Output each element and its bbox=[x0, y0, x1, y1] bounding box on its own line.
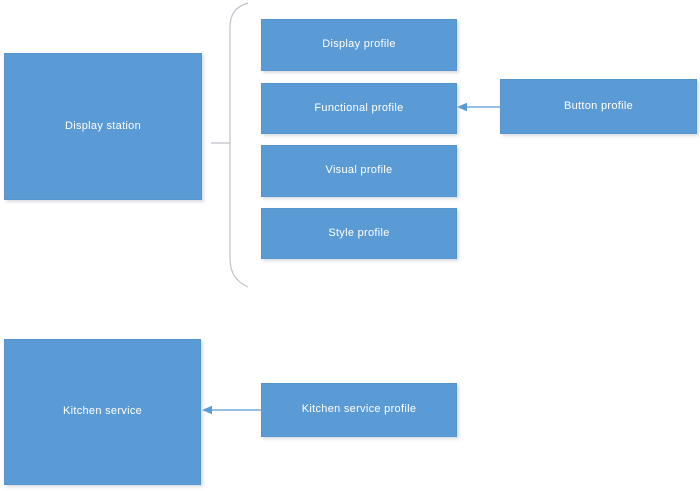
arrow-button-to-functional bbox=[457, 102, 500, 112]
node-style-profile: Style profile bbox=[261, 208, 457, 259]
arrowhead-left-icon bbox=[202, 405, 212, 415]
node-kitchen-service: Kitchen service bbox=[4, 339, 201, 485]
node-button-profile: Button profile bbox=[500, 79, 697, 134]
node-visual-profile-label: Visual profile bbox=[325, 164, 393, 177]
node-kitchen-service-profile: Kitchen service profile bbox=[261, 383, 457, 437]
node-kitchen-service-profile-label: Kitchen service profile bbox=[301, 403, 417, 416]
node-kitchen-service-label: Kitchen service bbox=[62, 405, 143, 418]
node-style-profile-label: Style profile bbox=[328, 226, 390, 239]
arrowhead-left-icon bbox=[457, 102, 467, 112]
arrow-kitchenprofile-to-kitchen bbox=[202, 405, 261, 415]
node-display-profile: Display profile bbox=[261, 19, 457, 71]
node-display-station: Display station bbox=[4, 53, 202, 200]
group-brace bbox=[229, 2, 249, 288]
node-display-profile-label: Display profile bbox=[322, 38, 396, 51]
node-button-profile-label: Button profile bbox=[563, 99, 634, 112]
node-functional-profile-label: Functional profile bbox=[314, 101, 404, 114]
node-visual-profile: Visual profile bbox=[261, 145, 457, 197]
node-display-station-label: Display station bbox=[64, 119, 142, 132]
node-functional-profile: Functional profile bbox=[261, 83, 457, 134]
